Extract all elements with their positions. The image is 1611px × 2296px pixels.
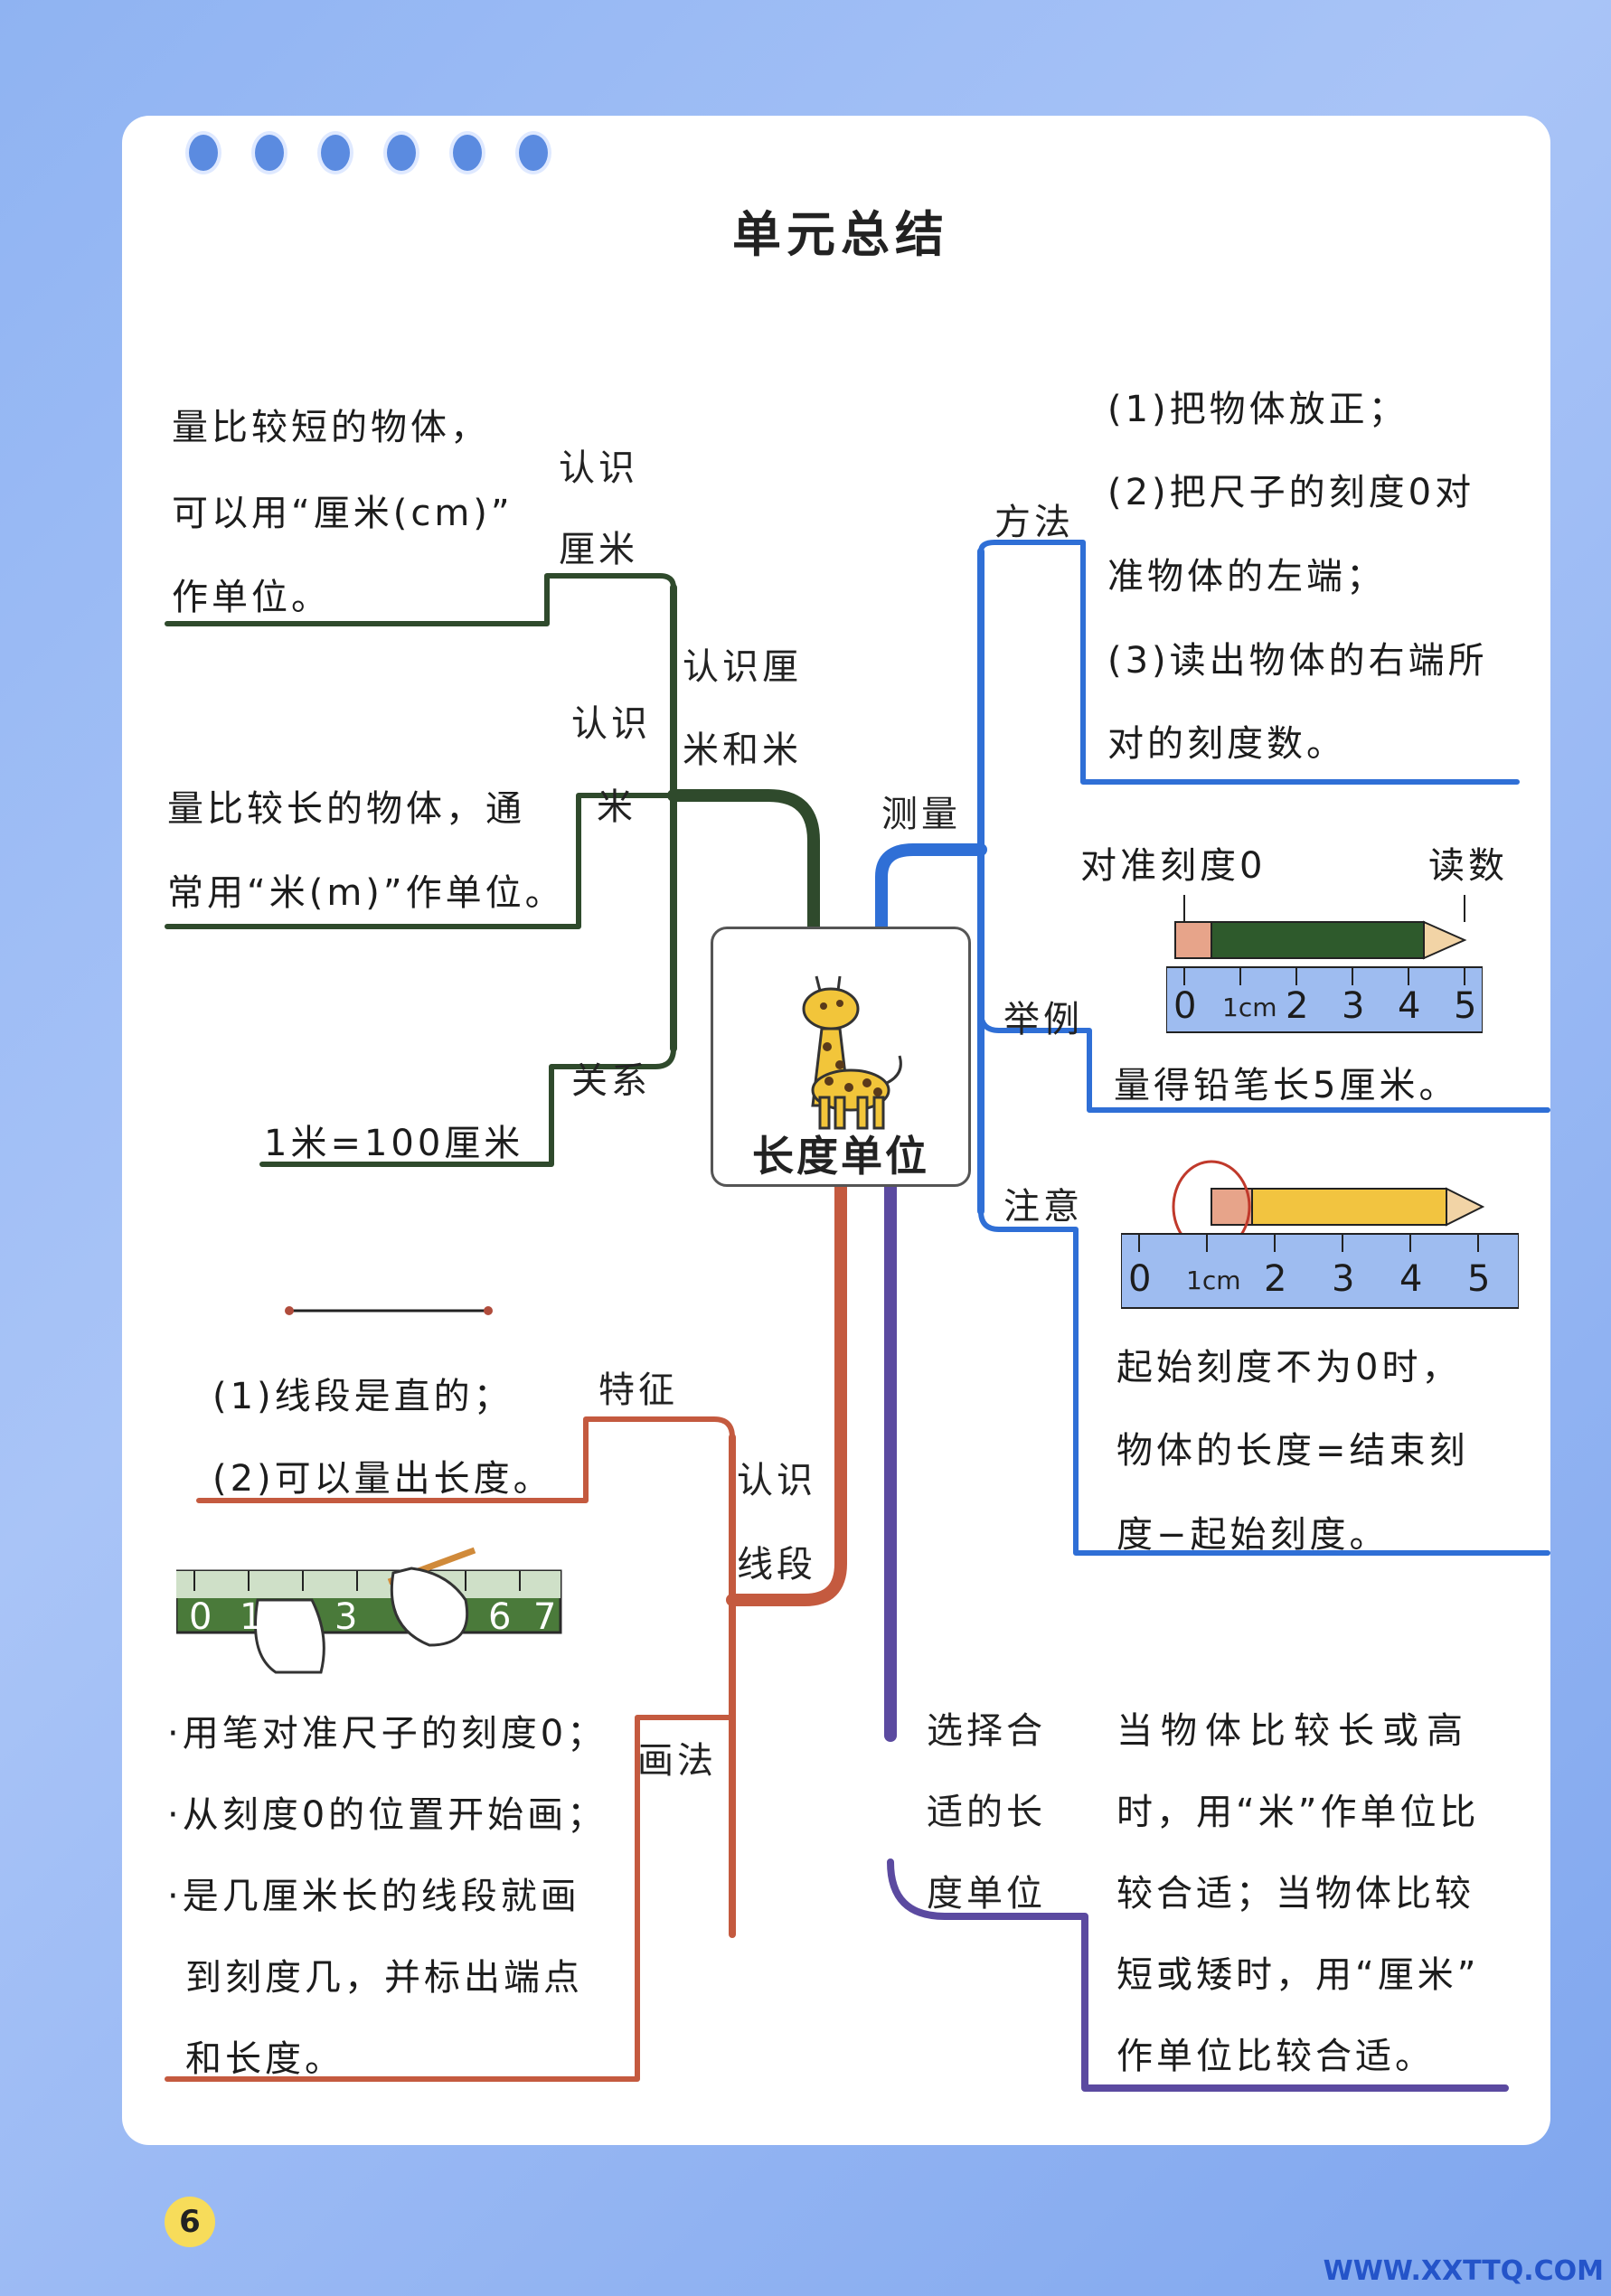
note-ruler: 0 1cm 2 3 4 5 xyxy=(1120,1157,1520,1311)
example-ruler: 0 1cm 2 3 4 5 xyxy=(1165,895,1484,1035)
binder-ring xyxy=(515,131,551,174)
ruler-digit: 6 xyxy=(488,1596,515,1638)
ruler-digit: 4 xyxy=(1399,1258,1427,1300)
label-know-m-1: 认识 xyxy=(571,703,651,745)
ruler-digit: 0 xyxy=(1128,1258,1155,1300)
branch-label-choose-unit-3: 度单位 xyxy=(927,1873,1046,1915)
binder-ring xyxy=(185,131,221,174)
pencil-ruler-icon xyxy=(1120,1160,1520,1309)
choose-unit-text-line: 时，用“米”作单位比 xyxy=(1116,1792,1480,1833)
cm-text-line: 可以用“厘米(cm)” xyxy=(172,493,513,534)
draw-text-line: 到刻度几，并标出端点 xyxy=(185,1957,583,1999)
draw-text-line: 和长度。 xyxy=(185,2038,344,2080)
cm-text-line: 量比较短的物体， xyxy=(172,407,490,448)
cm-text-line: 作单位。 xyxy=(172,577,331,618)
page-number: 6 xyxy=(165,2197,215,2247)
branch-label-choose-unit-1: 选择合 xyxy=(927,1710,1046,1752)
ruler-digit: 0 xyxy=(1173,985,1201,1027)
label-feature: 特征 xyxy=(598,1369,678,1411)
page-title: 单元总结 xyxy=(732,206,949,263)
label-know-cm-2: 厘米 xyxy=(559,529,638,570)
feature-text-line: (1)线段是直的； xyxy=(212,1376,513,1417)
ruler-digit: 1cm xyxy=(1186,1266,1241,1295)
branch-label-segment-1: 认识 xyxy=(737,1460,816,1501)
method-text-line: (2)把尺子的刻度0对 xyxy=(1107,472,1475,513)
label-note: 注意 xyxy=(1003,1186,1083,1228)
choose-unit-text-line: 较合适；当物体比较 xyxy=(1116,1873,1474,1915)
branch-label-cm-m-1: 认识厘 xyxy=(683,646,802,688)
ruler-digit: 1cm xyxy=(1222,993,1277,1022)
ruler-digit: 3 xyxy=(1332,1258,1359,1300)
choose-unit-text-line: 当物体比较长或高 xyxy=(1116,1710,1471,1752)
draw-text-line: ·从刻度0的位置开始画； xyxy=(167,1794,608,1836)
branch-label-cm-m-2: 米和米 xyxy=(683,729,802,771)
choose-unit-text-line: 短或矮时，用“厘米” xyxy=(1116,1954,1480,1996)
note-text-line: 物体的长度=结束刻 xyxy=(1116,1430,1469,1472)
site-watermark: WWW.XXTTQ.COM xyxy=(1323,2255,1604,2287)
binder-ring xyxy=(449,131,485,174)
binder-ring xyxy=(383,131,419,174)
branch-label-measure: 测量 xyxy=(881,794,961,835)
label-example: 举例 xyxy=(1003,999,1083,1040)
label-know-cm-1: 认识 xyxy=(559,447,638,489)
ruler-digit: 2 xyxy=(1264,1258,1291,1300)
ruler-digit: 3 xyxy=(1342,985,1369,1027)
label-draw-method: 画法 xyxy=(637,1740,717,1782)
binder-ring xyxy=(317,131,353,174)
label-relation: 关系 xyxy=(571,1060,651,1102)
method-text-line: (3)读出物体的右端所 xyxy=(1107,640,1488,682)
branch-label-choose-unit-2: 适的长 xyxy=(927,1792,1046,1833)
ruler-digit: 1 xyxy=(240,1596,267,1638)
m-text-line: 量比较长的物体，通 xyxy=(167,788,525,830)
feature-text-line: (2)可以量出长度。 xyxy=(212,1458,553,1500)
choose-unit-text-line: 作单位比较合适。 xyxy=(1116,2036,1435,2077)
callout-align-zero: 对准刻度0 xyxy=(1080,845,1267,887)
note-text-line: 度−起始刻度。 xyxy=(1116,1514,1390,1556)
drawing-ruler: 0 1 3 6 7 xyxy=(174,1546,583,1674)
center-label: 长度单位 xyxy=(752,1132,929,1181)
ruler-digit: 7 xyxy=(533,1596,561,1638)
example-result: 量得铅笔长5厘米。 xyxy=(1114,1065,1459,1106)
center-node: 长度单位 xyxy=(711,927,971,1187)
label-method: 方法 xyxy=(994,502,1074,543)
relation-text: 1米=100厘米 xyxy=(264,1123,524,1164)
ruler-hand-icon xyxy=(174,1547,562,1674)
ruler-digit: 0 xyxy=(189,1596,216,1638)
callout-read: 读数 xyxy=(1428,845,1508,887)
label-know-m-2: 米 xyxy=(597,786,636,828)
note-text-line: 起始刻度不为0时， xyxy=(1116,1347,1462,1388)
line-segment-sample xyxy=(285,1306,493,1315)
draw-text-line: ·用笔对准尺子的刻度0； xyxy=(167,1713,608,1755)
method-text-line: (1)把物体放正； xyxy=(1107,389,1408,430)
method-text-line: 对的刻度数。 xyxy=(1107,723,1346,765)
ruler-digit: 2 xyxy=(1286,985,1313,1027)
pencil-ruler-icon xyxy=(1165,895,1484,1033)
m-text-line: 常用“米(m)”作单位。 xyxy=(167,872,565,914)
ruler-digit: 4 xyxy=(1398,985,1425,1027)
binder-ring xyxy=(251,131,287,174)
branch-label-segment-2: 线段 xyxy=(737,1544,816,1586)
giraffe-icon xyxy=(802,975,902,1130)
ruler-digit: 5 xyxy=(1467,1258,1494,1300)
method-text-line: 准物体的左端； xyxy=(1107,556,1386,598)
ruler-digit: 5 xyxy=(1454,985,1481,1027)
draw-text-line: ·是几厘米长的线段就画 xyxy=(167,1876,580,1917)
ruler-digit: 3 xyxy=(334,1596,362,1638)
